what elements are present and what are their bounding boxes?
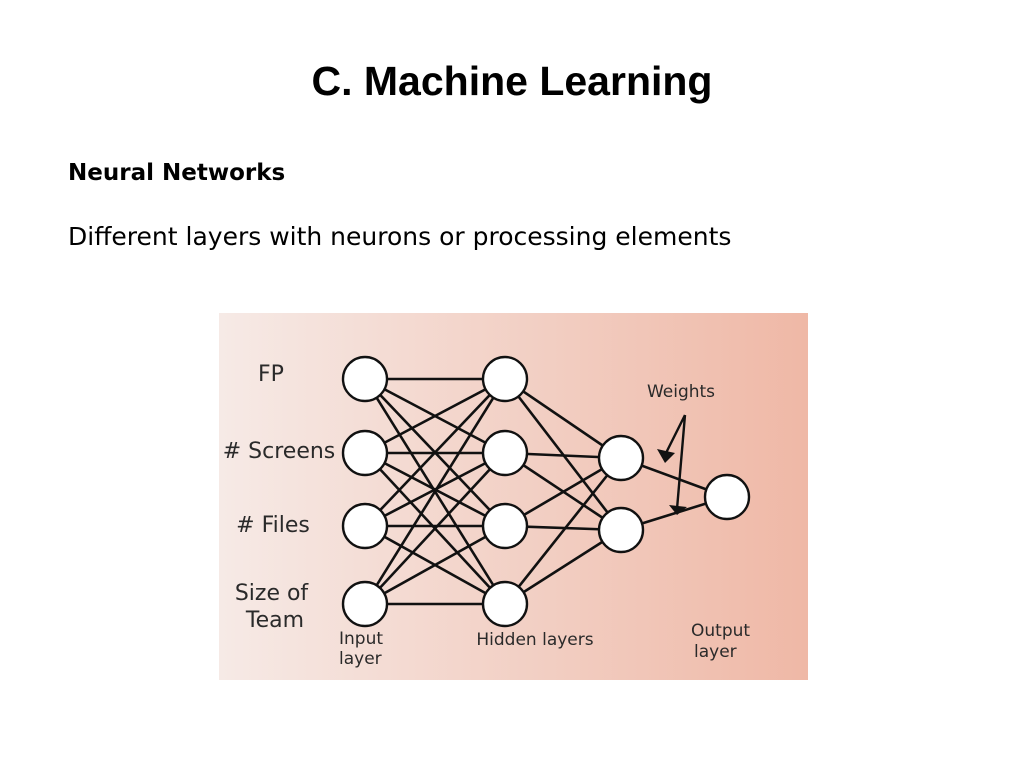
connection-input-1-hidden-1-0	[364, 377, 506, 455]
neuron-input-3	[341, 580, 389, 628]
neural-network-svg: FP # Screens # Files Size of Team Weight…	[219, 313, 808, 680]
weights-pointer-lines	[664, 414, 687, 510]
connection-input-3-hidden-1-0	[363, 378, 507, 605]
neuron-hidden-1-0	[481, 355, 529, 403]
input-label-files: # Files	[236, 513, 310, 538]
weights-arrowhead-lower	[669, 505, 687, 515]
connection-input-3-hidden-1-1	[364, 452, 506, 605]
connection-input-3-hidden-1-2	[364, 524, 506, 606]
neuron-input-2	[341, 502, 389, 550]
neuron-nodes	[341, 355, 751, 628]
section-heading: Neural Networks	[68, 160, 286, 186]
input-label-team-size: Size of Team	[235, 581, 315, 633]
neuron-input-0	[341, 355, 389, 403]
input-label-fp: FP	[258, 362, 284, 387]
neural-network-diagram: FP # Screens # Files Size of Team Weight…	[219, 313, 808, 680]
neuron-hidden-1-1	[481, 429, 529, 477]
weights-arrowhead-upper	[657, 449, 675, 463]
neuron-hidden-1-2	[481, 502, 529, 550]
connection-hidden-1-3-hidden-2-0	[503, 457, 623, 605]
hidden-layers-label: Hidden layers	[476, 630, 593, 650]
input-label-screens: # Screens	[223, 439, 336, 464]
slide-title: C. Machine Learning	[311, 58, 713, 104]
neuron-hidden-2-1	[597, 506, 645, 554]
description-text: Different layers with neurons or process…	[68, 222, 732, 251]
weight-arrows	[657, 414, 687, 515]
input-layer-label: Input layer	[339, 629, 388, 669]
neuron-hidden-2-0	[597, 434, 645, 482]
connection-hidden-1-0-hidden-2-0	[504, 377, 622, 460]
neuron-hidden-1-3	[481, 580, 529, 628]
neuron-input-1	[341, 429, 389, 477]
connection-lines	[363, 377, 728, 606]
output-layer-label: Output layer	[691, 621, 755, 662]
weights-label: Weights	[647, 382, 715, 402]
connection-input-2-hidden-1-0	[364, 378, 506, 527]
neuron-output-0	[703, 473, 751, 521]
